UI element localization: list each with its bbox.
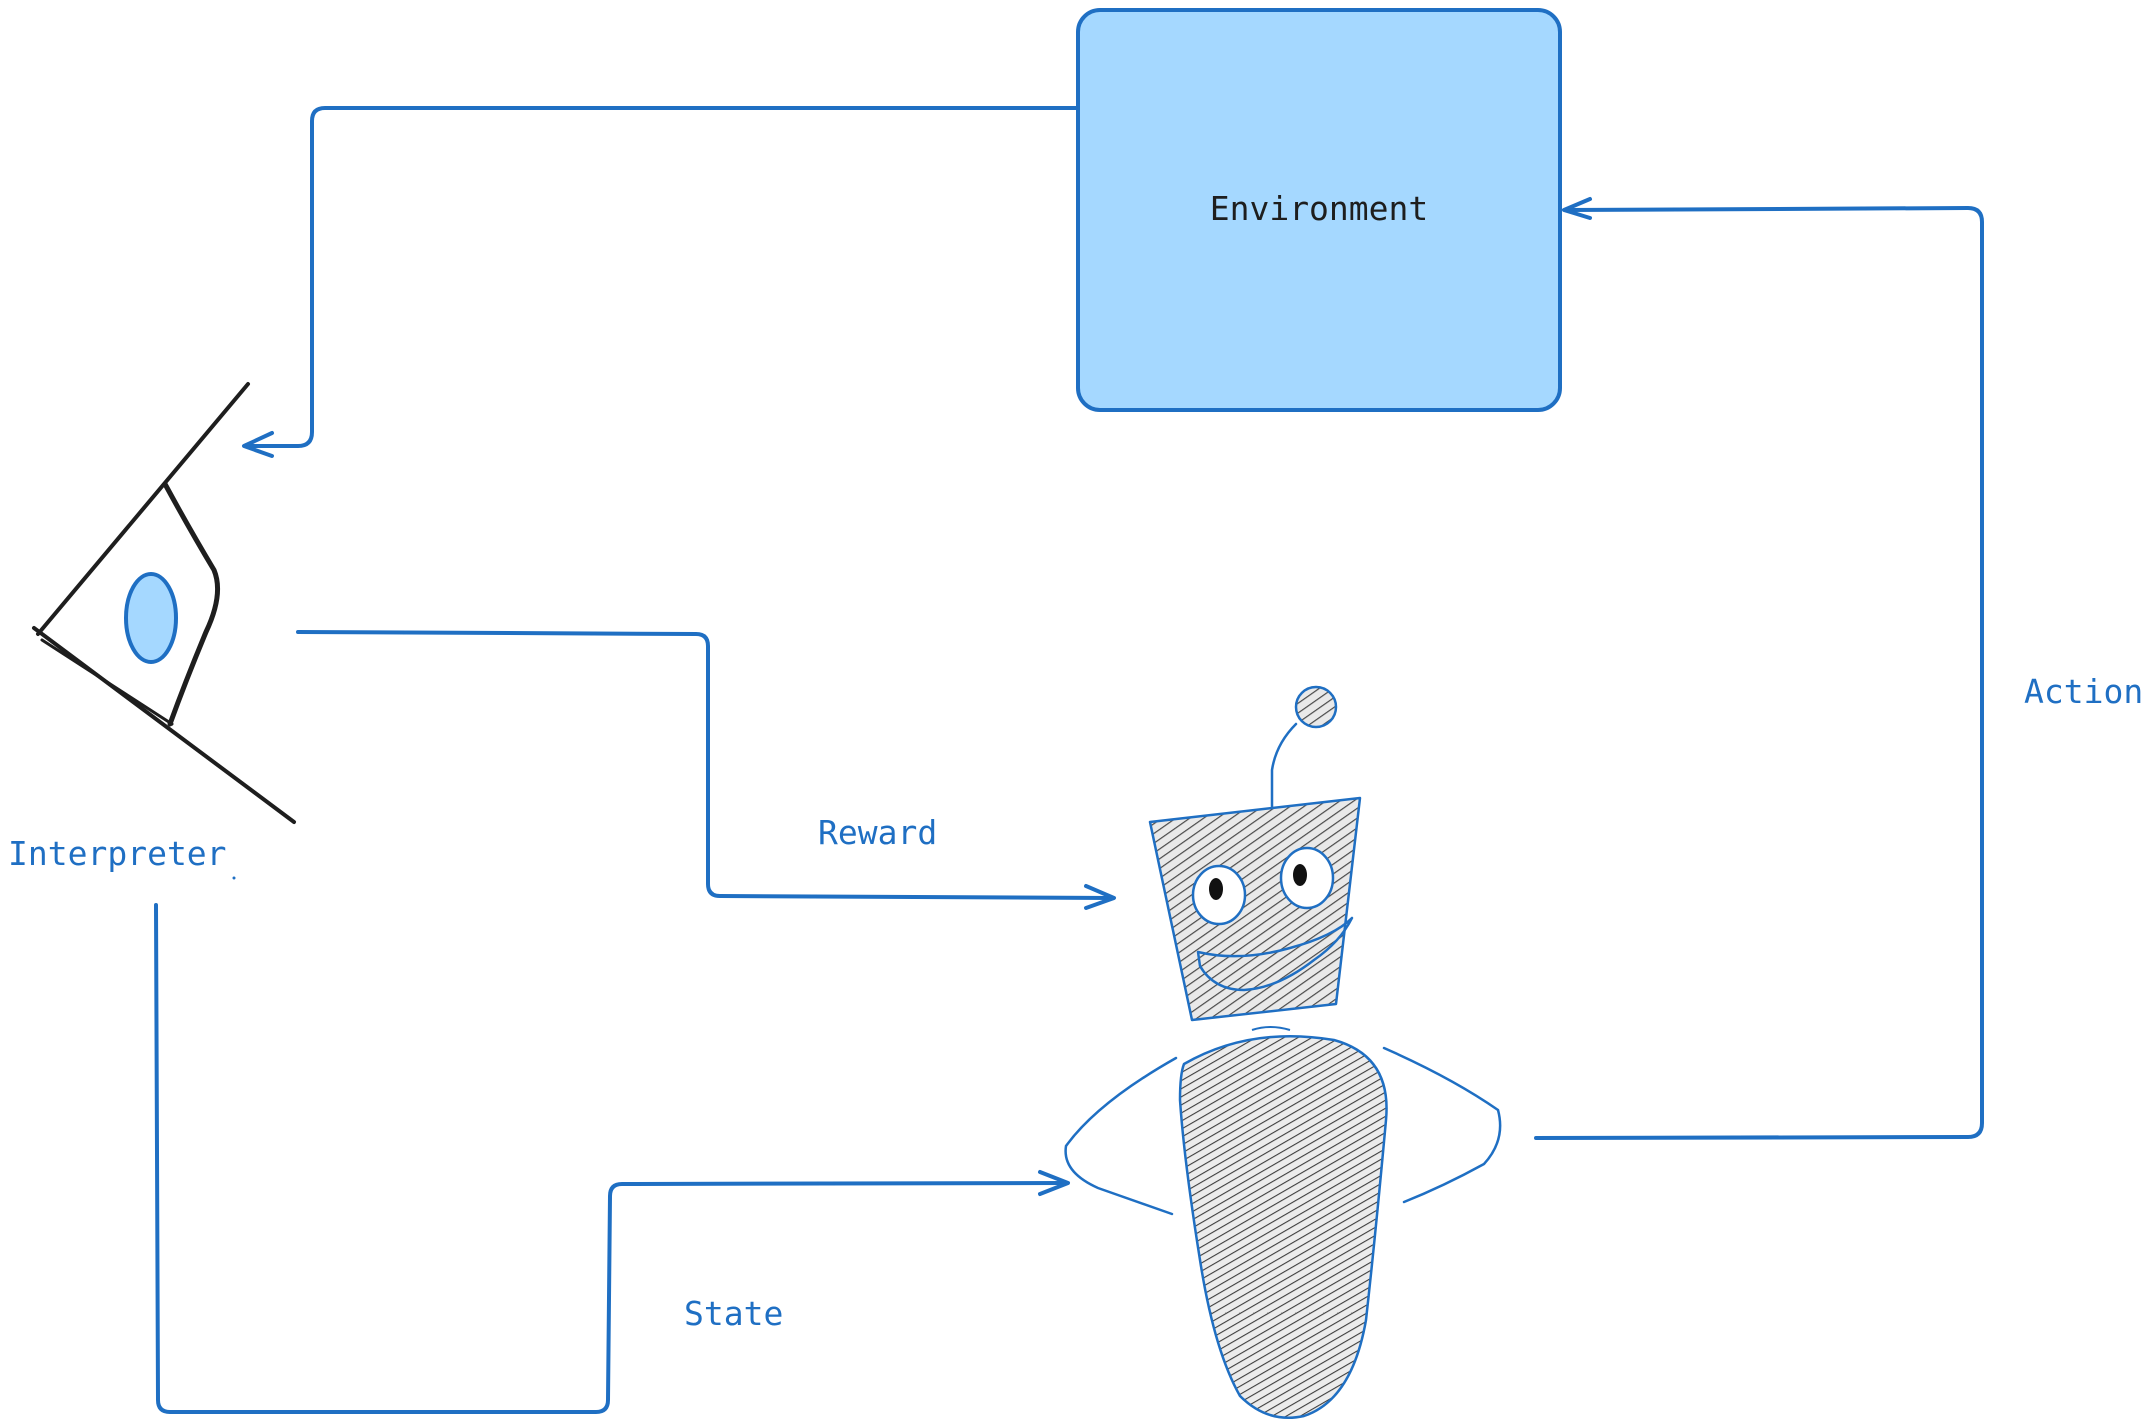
arrowhead-icon bbox=[242, 431, 274, 458]
edge-state: State bbox=[154, 903, 1070, 1414]
robot-right-pupil bbox=[1293, 864, 1307, 886]
agent-node bbox=[1064, 685, 1502, 1420]
robot-head bbox=[1148, 796, 1362, 1022]
robot-icon bbox=[1064, 685, 1502, 1420]
edge-environment-to-interpreter bbox=[242, 106, 1078, 458]
edge-line bbox=[296, 630, 1114, 900]
pupil-shape bbox=[124, 572, 178, 664]
edge-action: Action bbox=[1534, 197, 2143, 1140]
robot-smile bbox=[1196, 916, 1354, 992]
arrowhead-icon bbox=[1562, 197, 1592, 220]
antenna-stem bbox=[1270, 722, 1298, 824]
robot-right-arm bbox=[1382, 1046, 1502, 1204]
edge-line bbox=[244, 106, 1078, 448]
robot-body bbox=[1178, 1035, 1388, 1420]
robot-neck bbox=[1251, 1026, 1291, 1031]
arrowhead-icon bbox=[1038, 1170, 1070, 1196]
interpreter-label: Interpreter bbox=[8, 834, 227, 873]
action-label: Action bbox=[2024, 672, 2143, 711]
arrowhead-icon bbox=[1084, 884, 1116, 910]
robot-right-eye bbox=[1279, 846, 1335, 910]
robot-left-pupil bbox=[1209, 878, 1223, 900]
antenna-ball bbox=[1294, 685, 1338, 729]
edge-line bbox=[154, 903, 1068, 1414]
interpreter-node: Interpreter bbox=[8, 382, 296, 880]
eye-icon bbox=[32, 382, 296, 824]
edge-reward: Reward bbox=[296, 630, 1116, 910]
environment-node: Environment bbox=[1076, 8, 1562, 412]
state-label: State bbox=[684, 1294, 783, 1333]
environment-box bbox=[1076, 8, 1562, 412]
environment-label: Environment bbox=[1210, 189, 1429, 228]
robot-left-arm bbox=[1064, 1056, 1178, 1216]
reward-label: Reward bbox=[818, 813, 937, 852]
stray-dot bbox=[232, 876, 236, 880]
edge-line bbox=[1534, 206, 1984, 1140]
